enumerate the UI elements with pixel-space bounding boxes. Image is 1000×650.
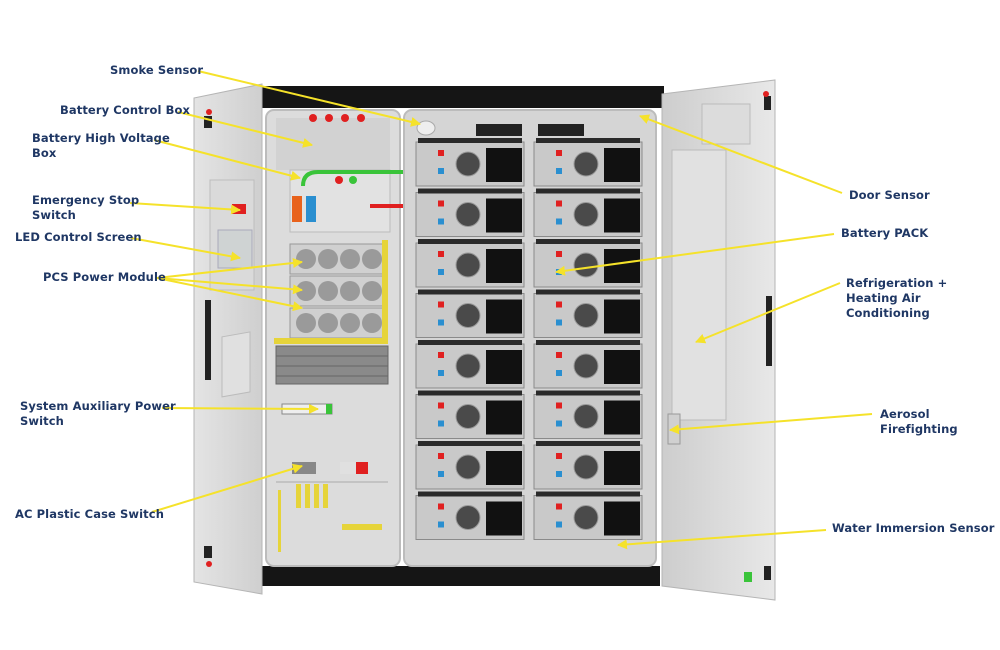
battery-pack — [533, 239, 643, 288]
left-door — [193, 83, 263, 595]
vent-grille — [275, 345, 389, 385]
label-refrigeration-heating-ac: Refrigeration + Heating Air Conditioning — [846, 276, 948, 320]
battery-pack — [415, 138, 525, 187]
label-smoke-sensor: Smoke Sensor — [110, 63, 204, 77]
battery-pack — [415, 441, 525, 490]
battery-packs — [415, 138, 643, 540]
label-battery-high-voltage-box: Battery High Voltage Box — [32, 131, 170, 160]
label-door-sensor: Door Sensor — [849, 188, 930, 202]
cabinet-frame — [258, 86, 664, 586]
label-ac-plastic-case-switch: AC Plastic Case Switch — [15, 507, 164, 521]
label-battery-pack: Battery PACK — [841, 226, 929, 240]
smoke-sensor-device — [416, 120, 436, 136]
battery-pack — [533, 491, 643, 540]
label-battery-control-box: Battery Control Box — [60, 103, 191, 117]
led-control-screen — [217, 229, 253, 269]
air-conditioner — [671, 149, 727, 421]
label-aerosol-firefighting: Aerosol Firefighting — [880, 407, 958, 436]
label-pcs-power-module: PCS Power Module — [43, 270, 166, 284]
battery-pack — [415, 188, 525, 237]
battery-pack — [533, 390, 643, 439]
label-water-immersion-sensor: Water Immersion Sensor — [832, 521, 995, 535]
callout-lines — [129, 70, 873, 550]
battery-compartment — [403, 109, 657, 567]
battery-pack — [533, 340, 643, 389]
door-vent — [221, 331, 251, 398]
battery-pack — [533, 188, 643, 237]
left-compartment — [265, 109, 405, 567]
battery-pack — [415, 390, 525, 439]
battery-pack — [533, 441, 643, 490]
battery-pack — [533, 289, 643, 338]
right-door — [661, 79, 776, 601]
battery-pack — [533, 138, 643, 187]
battery-pack — [415, 491, 525, 540]
battery-pack — [415, 340, 525, 389]
label-system-auxiliary-power-switch: System Auxiliary Power Switch — [20, 399, 176, 428]
battery-pack — [415, 239, 525, 288]
label-led-control-screen: LED Control Screen — [15, 230, 142, 244]
label-emergency-stop-switch: Emergency Stop Switch — [32, 193, 140, 222]
battery-pack — [415, 289, 525, 338]
